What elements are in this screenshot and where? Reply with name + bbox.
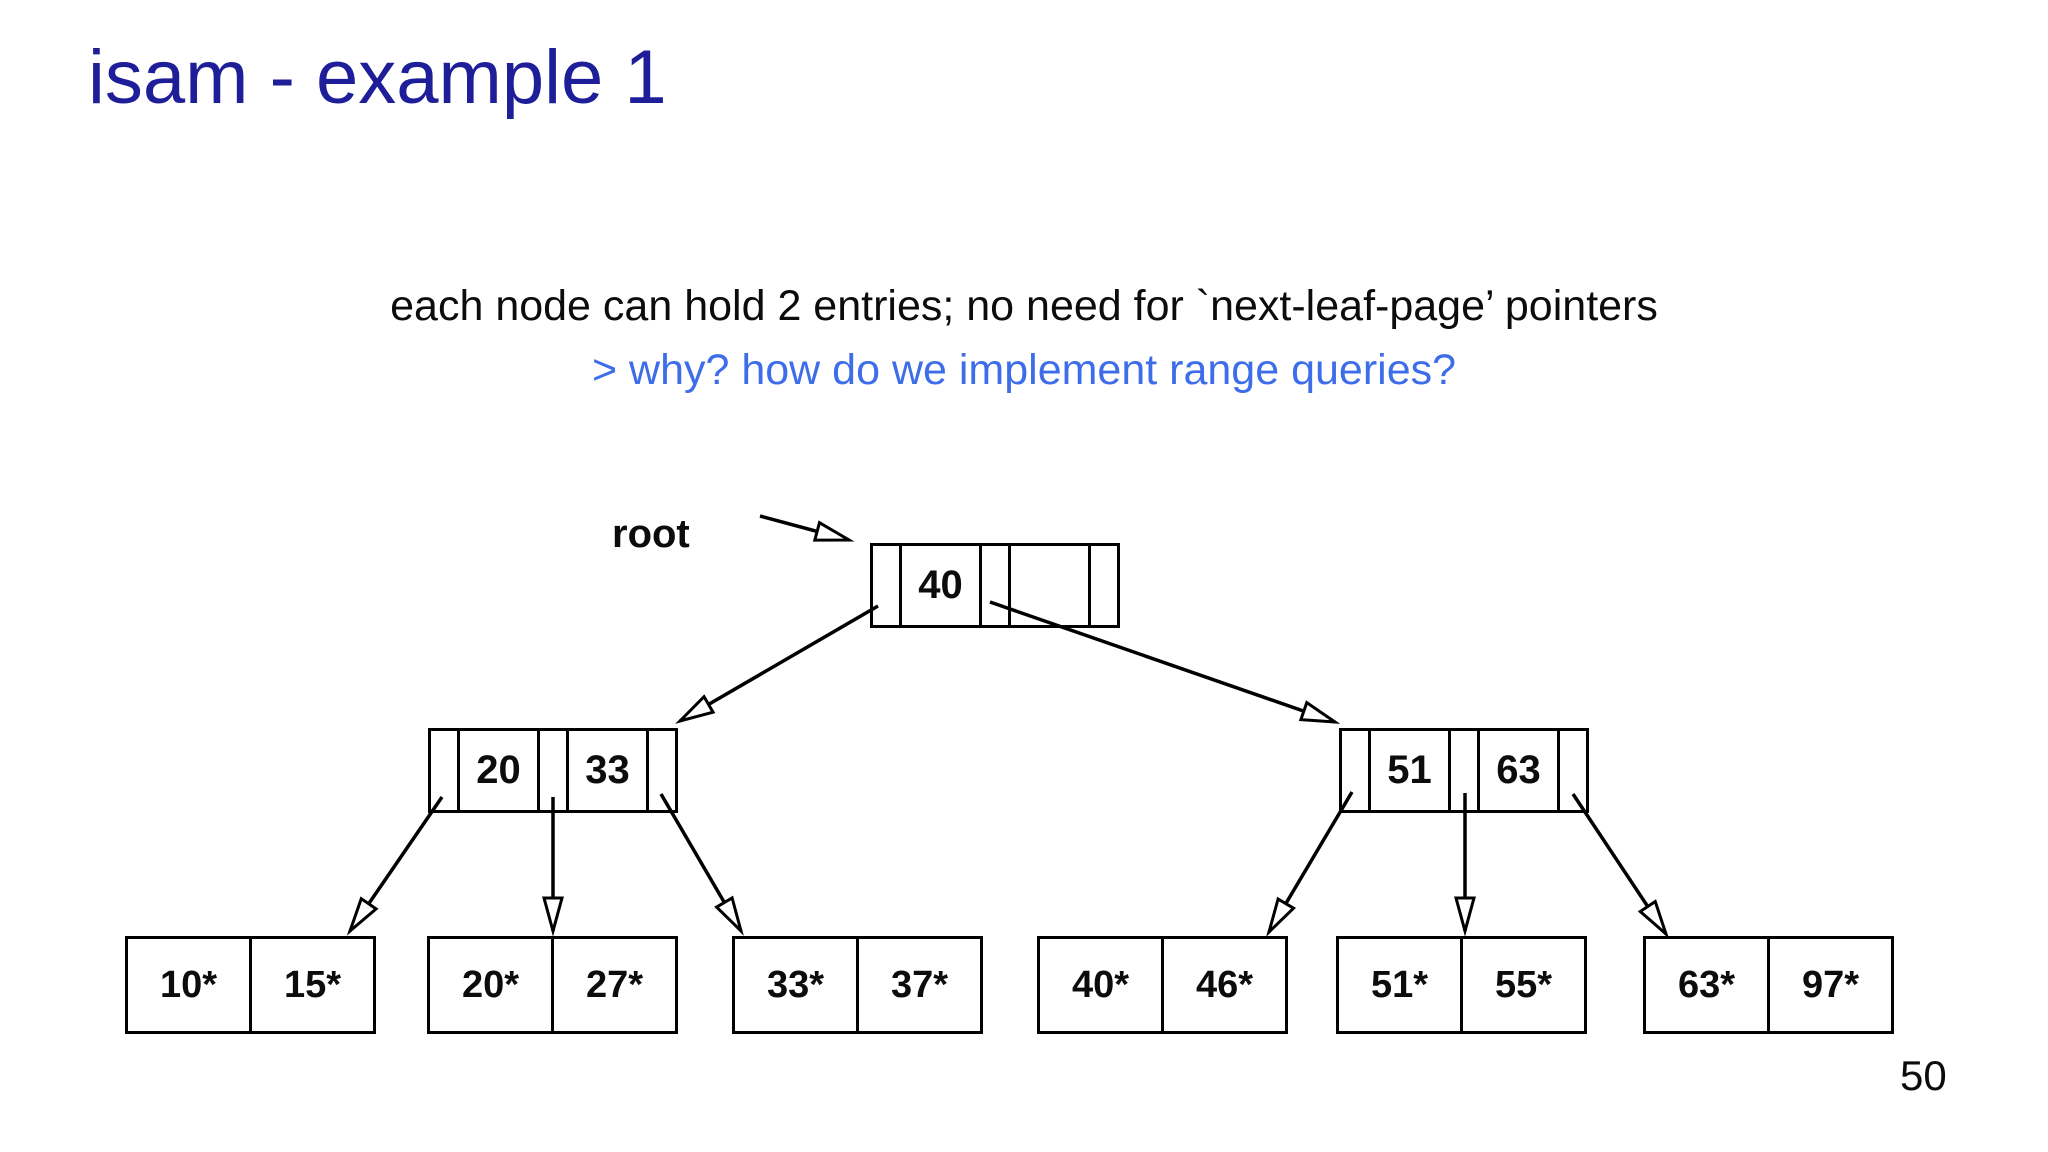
leaf-value-cell: 97* — [1770, 939, 1891, 1031]
leaf-value-cell: 27* — [554, 939, 675, 1031]
leaf-value-cell: 37* — [859, 939, 980, 1031]
leaf-page-6: 63* 97* — [1643, 936, 1894, 1034]
pointer-cell — [1091, 546, 1117, 625]
subtitle-line2: > why? how do we implement range queries… — [591, 346, 1457, 394]
page-number: 50 — [1900, 1052, 1947, 1099]
leaf-value-cell: 20* — [430, 939, 554, 1031]
leaf-value-cell: 40* — [1040, 939, 1164, 1031]
arrow-root-to-left-child — [675, 604, 879, 724]
pointer-cell — [540, 731, 569, 810]
slide-title: isam - example 1 — [88, 35, 667, 120]
leaf-value-cell: 46* — [1164, 939, 1285, 1031]
key-cell: 20 — [460, 731, 540, 810]
leaf-value-cell: 63* — [1646, 939, 1770, 1031]
pointer-cell — [1560, 731, 1586, 810]
pointer-cell — [1451, 731, 1480, 810]
leaf-page-1: 10* 15* — [125, 936, 376, 1034]
leaf-page-3: 33* 37* — [732, 936, 983, 1034]
key-cell: 63 — [1480, 731, 1560, 810]
root-node: 40 — [870, 543, 1120, 628]
key-cell-empty — [1011, 546, 1091, 625]
leaf-value-cell: 33* — [735, 939, 859, 1031]
key-cell: 33 — [569, 731, 649, 810]
leaf-page-4: 40* 46* — [1037, 936, 1288, 1034]
internal-node-left: 20 33 — [428, 728, 678, 813]
pointer-cell — [873, 546, 902, 625]
subtitle-line1: each node can hold 2 entries; no need fo… — [390, 282, 1658, 330]
leaf-value-cell: 51* — [1339, 939, 1463, 1031]
arrow-right-node-to-leaf-6 — [1571, 793, 1670, 939]
subtitle-block: each node can hold 2 entries; no need fo… — [0, 274, 2048, 402]
key-cell: 51 — [1371, 731, 1451, 810]
arrow-left-node-to-leaf-3 — [659, 793, 744, 936]
leaf-page-2: 20* 27* — [427, 936, 678, 1034]
leaf-page-5: 51* 55* — [1336, 936, 1587, 1034]
internal-node-right: 51 63 — [1339, 728, 1589, 813]
arrow-right-node-to-leaf-4 — [1266, 791, 1354, 937]
leaf-value-cell: 15* — [252, 939, 373, 1031]
pointer-cell — [431, 731, 460, 810]
key-cell: 40 — [902, 546, 982, 625]
root-pointer-arrow — [759, 514, 855, 542]
pointer-cell — [982, 546, 1011, 625]
pointer-cell — [1342, 731, 1371, 810]
pointer-cell — [649, 731, 675, 810]
leaf-value-cell: 10* — [128, 939, 252, 1031]
root-label: root — [612, 512, 690, 556]
arrow-left-node-to-leaf-1 — [346, 796, 444, 936]
leaf-value-cell: 55* — [1463, 939, 1584, 1031]
